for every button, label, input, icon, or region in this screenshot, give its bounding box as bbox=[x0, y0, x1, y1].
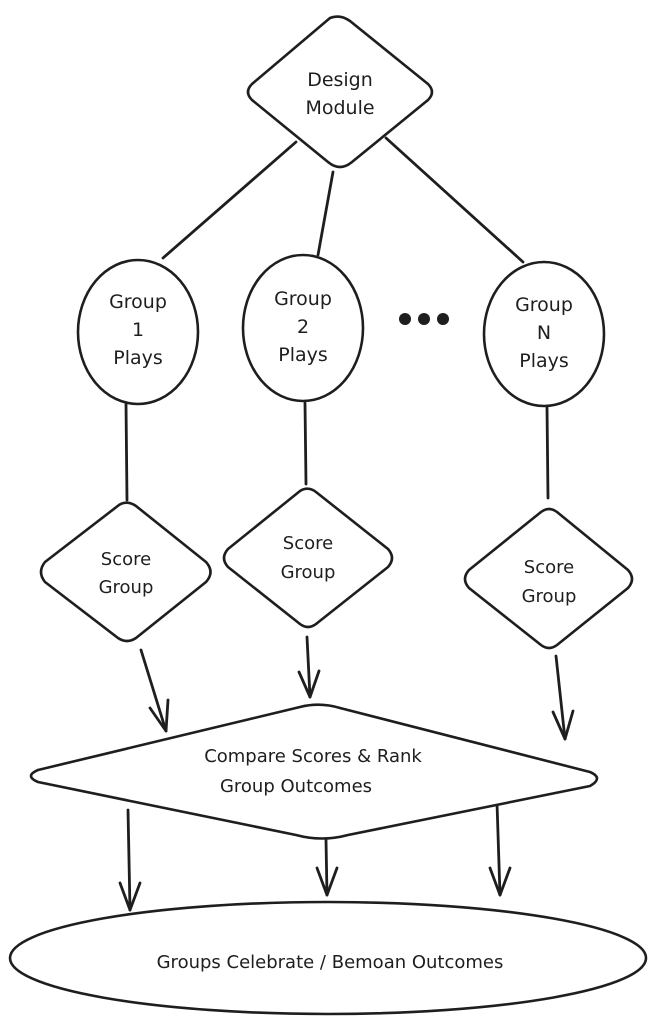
node-group2-plays: Group 2 Plays bbox=[241, 253, 365, 403]
ellipse-shape bbox=[8, 900, 648, 1016]
ellipsis-dot bbox=[418, 313, 430, 325]
edge-design-groupN bbox=[384, 136, 525, 264]
connectors bbox=[118, 136, 575, 912]
compare-label-line2: Group Outcomes bbox=[220, 776, 372, 797]
score2-label-line2: Group bbox=[281, 562, 336, 583]
diamond-shape bbox=[39, 501, 212, 643]
node-score-group-2: Score Group bbox=[222, 487, 394, 629]
groupN-label-line3: Plays bbox=[519, 350, 569, 372]
edge-group1-score1 bbox=[124, 402, 129, 502]
node-compare-scores: Compare Scores & Rank Group Outcomes bbox=[29, 703, 599, 840]
node-design-module: Design Module bbox=[246, 15, 434, 169]
arrow-compare-celebrate-center bbox=[315, 838, 339, 897]
ellipse-shape bbox=[76, 258, 200, 406]
scoreN-label-line2: Group bbox=[522, 586, 577, 607]
arrow-score2-compare bbox=[297, 635, 321, 699]
arrow-score1-compare bbox=[139, 648, 170, 733]
ellipse-shape bbox=[241, 253, 365, 403]
score2-label-line1: Score bbox=[283, 533, 333, 554]
node-group1-plays: Group 1 Plays bbox=[76, 258, 200, 406]
edge-design-group1 bbox=[161, 140, 298, 260]
node-groups-celebrate: Groups Celebrate / Bemoan Outcomes bbox=[8, 900, 648, 1016]
node-score-group-N: Score Group bbox=[463, 507, 634, 650]
arrow-compare-celebrate-right bbox=[488, 801, 512, 897]
node-groupN-plays: Group N Plays bbox=[482, 260, 606, 408]
group1-label-line3: Plays bbox=[113, 347, 163, 369]
group2-label-line3: Plays bbox=[278, 344, 328, 366]
group2-label-line2: 2 bbox=[297, 316, 309, 338]
design-label-line1: Design bbox=[307, 69, 373, 91]
compare-label-line1: Compare Scores & Rank bbox=[204, 746, 422, 767]
ellipsis-dot bbox=[399, 313, 411, 325]
edge-group2-score2 bbox=[303, 401, 308, 486]
design-label-line2: Module bbox=[305, 97, 374, 119]
celebrate-label: Groups Celebrate / Bemoan Outcomes bbox=[157, 952, 504, 973]
score1-label-line1: Score bbox=[101, 549, 151, 570]
more-groups-ellipsis bbox=[399, 313, 449, 325]
groupN-label-line1: Group bbox=[515, 294, 573, 316]
diamond-shape bbox=[246, 15, 434, 169]
score1-label-line2: Group bbox=[99, 577, 154, 598]
group2-label-line1: Group bbox=[274, 288, 332, 310]
edge-design-group2 bbox=[316, 170, 335, 257]
diamond-shape bbox=[463, 507, 634, 650]
edge-groupN-scoreN bbox=[545, 405, 550, 500]
ellipse-shape bbox=[482, 260, 606, 408]
arrow-compare-celebrate-left bbox=[118, 808, 142, 912]
ellipsis-dot bbox=[437, 313, 449, 325]
wide-diamond-shape bbox=[29, 703, 599, 840]
group1-label-line2: 1 bbox=[132, 319, 144, 341]
group1-label-line1: Group bbox=[109, 291, 167, 313]
arrow-scoreN-compare bbox=[551, 654, 575, 741]
diamond-shape bbox=[222, 487, 394, 629]
node-score-group-1: Score Group bbox=[39, 501, 212, 643]
scoreN-label-line1: Score bbox=[524, 557, 574, 578]
groupN-label-line2: N bbox=[537, 322, 551, 344]
